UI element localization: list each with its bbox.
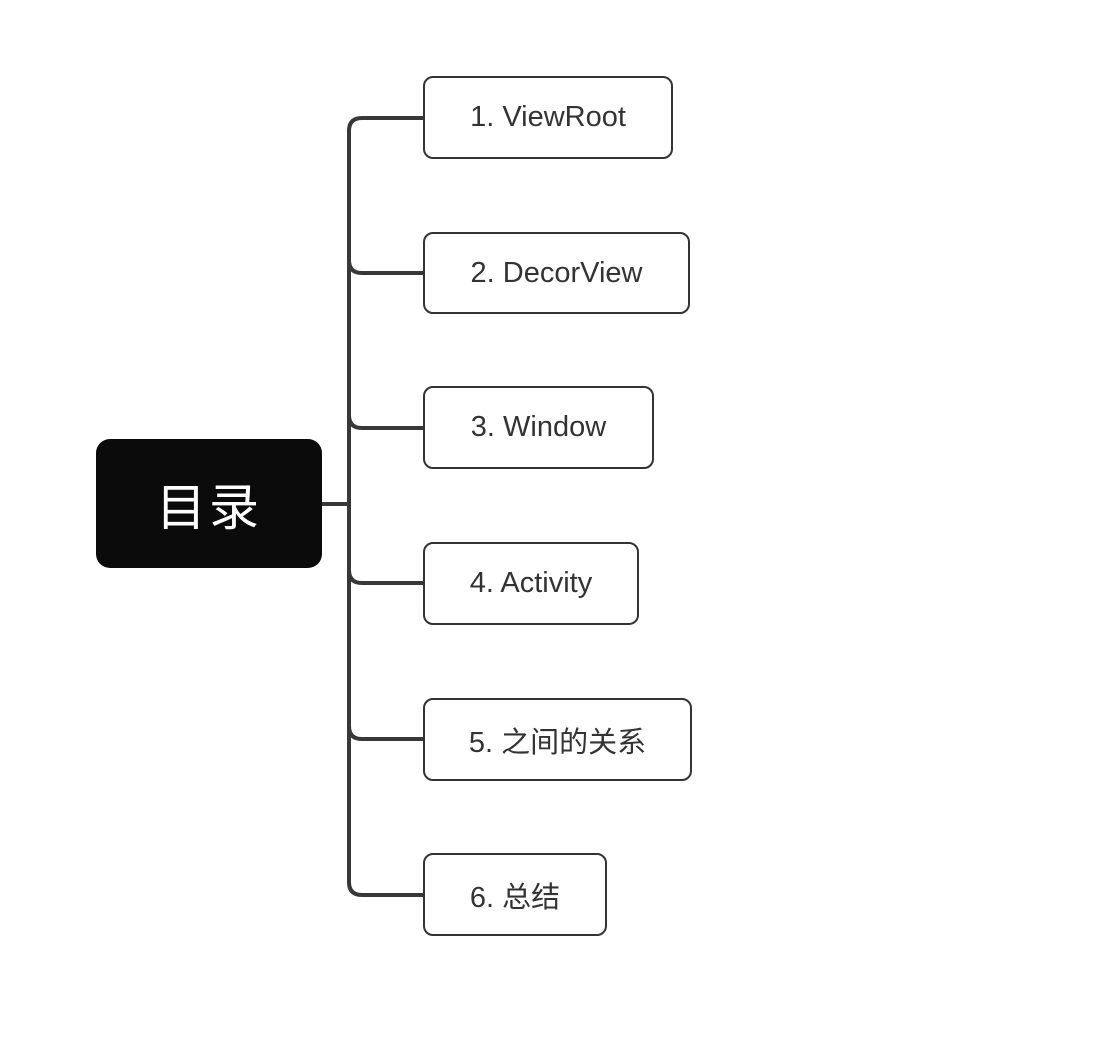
topic-node-label: 4. Activity: [469, 567, 593, 599]
connector-branch-6: [347, 880, 425, 897]
root-node-label: 目录: [156, 479, 262, 536]
topic-node-summary[interactable]: 6. 总结: [423, 853, 607, 936]
topic-node-window[interactable]: 3. Window: [423, 386, 654, 469]
topic-node-label: 1. ViewRoot: [470, 101, 626, 133]
topic-node-label: 2. DecorView: [470, 256, 643, 289]
topic-node-viewroot[interactable]: 1. ViewRoot: [423, 76, 673, 159]
connector-branch-4: [347, 568, 425, 585]
topic-node-relationship[interactable]: 5. 之间的关系: [423, 698, 692, 781]
connector-branch-2: [347, 258, 425, 275]
connector-branch-1: [347, 116, 425, 133]
connector-branch-5: [347, 724, 425, 741]
root-node-toc[interactable]: 目录: [96, 439, 322, 568]
topic-node-label: 6. 总结: [469, 881, 561, 914]
topic-node-label: 3. Window: [470, 411, 607, 443]
topic-node-label: 5. 之间的关系: [468, 726, 647, 759]
topic-node-activity[interactable]: 4. Activity: [423, 542, 639, 625]
connector-branch-3: [347, 413, 425, 430]
topic-node-decorview[interactable]: 2. DecorView: [423, 232, 690, 314]
